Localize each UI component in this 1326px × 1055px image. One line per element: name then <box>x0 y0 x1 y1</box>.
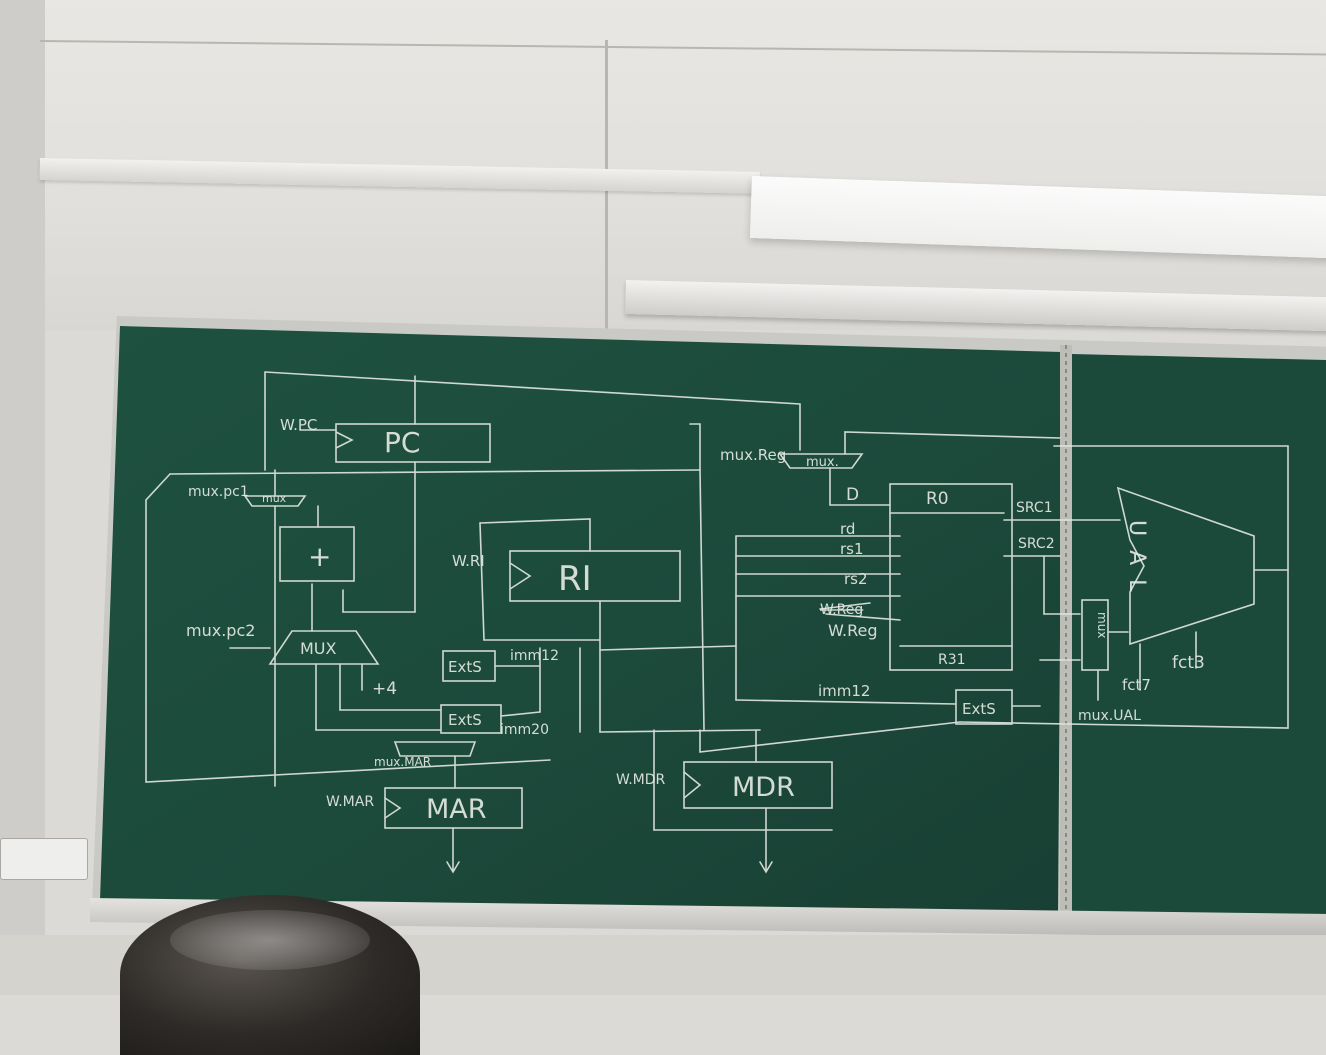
mux-pc2 <box>268 630 380 665</box>
label-w-reg-struck: W.Reg <box>820 602 863 618</box>
label-mar: MAR <box>426 794 487 825</box>
label-mux-pc2: mux.pc2 <box>186 621 255 640</box>
label-r31: R31 <box>938 652 966 668</box>
label-d: D <box>846 485 859 505</box>
label-mux-top: mux <box>262 492 287 505</box>
wall-outlet <box>0 838 88 880</box>
chalkboard: PC W.PC mux.pc1 mux + mux.pc2 MUX +4 RI … <box>100 326 1326 932</box>
chalk-diagram <box>145 371 1289 874</box>
mux-reg <box>778 453 864 469</box>
label-pc: PC <box>384 426 420 459</box>
label-w-mar: W.MAR <box>326 794 374 810</box>
mux-alu <box>1081 599 1109 671</box>
label-exts-3: ExtS <box>962 700 996 718</box>
ri-register <box>509 550 681 602</box>
label-exts-1: ExtS <box>448 658 482 676</box>
label-mux-alu: mux <box>1095 612 1109 638</box>
label-mux-ual: mux.UAL <box>1078 708 1141 724</box>
label-mux-pc1: mux.pc1 <box>188 484 249 500</box>
label-src1: SRC1 <box>1016 500 1053 516</box>
label-w-ri: W.RI <box>452 552 485 570</box>
label-mux-reg-box: mux. <box>806 455 839 470</box>
label-imm20: imm20 <box>500 722 549 738</box>
label-plus4: +4 <box>372 679 397 699</box>
label-fct7: fct7 <box>1122 676 1151 694</box>
label-mux-mid: MUX <box>300 639 337 658</box>
label-imm12a: imm12 <box>510 648 559 664</box>
label-ri: RI <box>558 559 592 599</box>
exts-box-2 <box>440 704 502 734</box>
label-plus: + <box>308 540 331 573</box>
register-file <box>889 483 1013 671</box>
label-exts-2: ExtS <box>448 711 482 729</box>
wall-left <box>0 0 45 995</box>
chalk-labels: PC W.PC mux.pc1 mux + mux.pc2 MUX +4 RI … <box>186 416 1205 825</box>
mux-pc1 <box>243 495 307 507</box>
label-rs1: rs1 <box>840 540 864 558</box>
ual-alu <box>1116 486 1255 646</box>
mdr-register <box>683 761 833 809</box>
label-imm12b: imm12 <box>818 682 870 700</box>
pc-register <box>335 423 491 463</box>
adder-box <box>279 526 355 582</box>
label-src2: SRC2 <box>1018 536 1055 552</box>
board-right-panel <box>1070 354 1326 932</box>
exts-box-3 <box>955 689 1013 725</box>
label-rd: rd <box>840 520 855 538</box>
label-ual: UAL <box>1124 520 1149 605</box>
label-mdr: MDR <box>732 772 795 803</box>
hair-highlight <box>170 910 370 970</box>
label-rs2: rs2 <box>844 570 868 588</box>
label-mux-reg: mux.Reg <box>720 446 786 464</box>
mux-mar <box>393 741 477 757</box>
label-w-reg: W.Reg <box>828 621 877 640</box>
label-fct3: fct3 <box>1172 653 1205 673</box>
label-mux-mar: mux.MAR <box>374 755 431 769</box>
label-w-pc: W.PC <box>280 416 317 434</box>
label-w-mdr: W.MDR <box>616 772 666 788</box>
label-r0: R0 <box>926 489 949 509</box>
